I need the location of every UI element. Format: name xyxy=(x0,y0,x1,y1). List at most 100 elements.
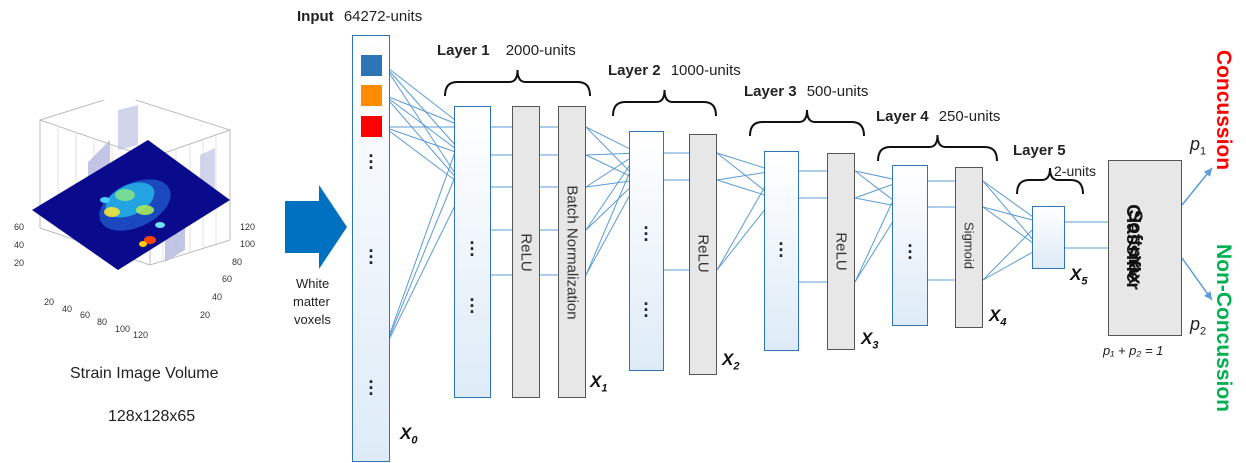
layer4-bracket xyxy=(877,134,998,162)
layer1-batchnorm-label: Batch Normalization xyxy=(563,185,581,320)
layer1-units-column xyxy=(454,106,491,398)
x0-label: X0 xyxy=(400,424,418,447)
layer1-relu-box xyxy=(512,106,540,398)
layer1-ellipsis: ... xyxy=(469,228,475,260)
layer5-units-column xyxy=(1032,206,1065,269)
layer3-units-column xyxy=(764,151,799,351)
layer3-header: Layer 3 500-units xyxy=(744,83,868,100)
layer2-ellipsis: ... xyxy=(643,289,649,321)
layer4-units-column xyxy=(892,165,928,326)
svg-text:80: 80 xyxy=(97,317,107,327)
svg-text:60: 60 xyxy=(222,274,232,284)
layer2-units: 1000-units xyxy=(670,62,741,79)
concussion-label: Concussion xyxy=(1212,49,1235,171)
connection-line xyxy=(982,247,1041,281)
layer5-title: Layer 5 xyxy=(1013,142,1066,159)
input-header: Input 64272-units xyxy=(297,8,422,25)
arrow-caption-3: voxels xyxy=(294,312,331,327)
layer1-header: Layer 1 2000-units xyxy=(437,42,576,59)
right-arrow-icon xyxy=(285,185,347,269)
input-units: 64272-units xyxy=(343,8,423,25)
connection-line xyxy=(383,154,465,351)
layer1-relu-label: ReLU xyxy=(517,233,535,272)
connection-line xyxy=(982,206,1041,249)
layer5-units: 2-units xyxy=(1054,163,1097,179)
svg-text:40: 40 xyxy=(14,240,24,250)
layer2-bracket xyxy=(612,89,717,117)
layer3-bracket xyxy=(749,109,865,137)
layer2-ellipsis: ... xyxy=(643,213,649,245)
connection-line xyxy=(982,180,1041,223)
layer3-ellipsis: ... xyxy=(778,229,784,261)
layer2-relu-box xyxy=(689,134,717,375)
arrowhead-icon xyxy=(1203,168,1212,177)
layer2-title: Layer 2 xyxy=(608,62,661,79)
input-ellipsis: ... xyxy=(368,236,374,268)
x5-label: X5 xyxy=(1070,265,1088,288)
svg-text:40: 40 xyxy=(212,292,222,302)
arrow-caption-2: matter xyxy=(293,294,330,309)
svg-text:40: 40 xyxy=(62,304,72,314)
svg-text:100: 100 xyxy=(115,324,130,334)
layer5-bracket xyxy=(1016,167,1084,195)
layer1-ellipsis: ... xyxy=(469,285,475,317)
layer1-title: Layer 1 xyxy=(437,42,490,59)
connection-line xyxy=(383,126,465,351)
connection-line xyxy=(982,221,1041,281)
svg-text:60: 60 xyxy=(14,222,24,232)
connection-line xyxy=(982,206,1041,223)
svg-text:20: 20 xyxy=(200,310,210,320)
layer2-relu-label: ReLU xyxy=(694,234,712,273)
input-unit-orange xyxy=(361,85,382,106)
arrow-caption-1: White xyxy=(296,276,330,291)
layer4-header: Layer 4 250-units xyxy=(876,108,1000,125)
non-concussion-label: Non-Concussion xyxy=(1212,244,1235,412)
layer4-title: Layer 4 xyxy=(876,108,929,125)
layer3-title: Layer 3 xyxy=(744,83,797,100)
svg-text:80: 80 xyxy=(232,257,242,267)
output-arrow-p2 xyxy=(1181,257,1213,301)
connection-line xyxy=(383,64,465,156)
x2-label: X2 xyxy=(722,350,740,373)
p1-label: p1 xyxy=(1190,134,1207,158)
layer4-ellipsis: ... xyxy=(907,231,913,263)
layer1-units: 2000-units xyxy=(505,42,576,59)
svg-text:60: 60 xyxy=(80,310,90,320)
input-unit-red xyxy=(361,116,382,137)
layer3-units: 500-units xyxy=(806,83,869,100)
connection-line xyxy=(383,126,465,188)
svg-text:120: 120 xyxy=(133,330,148,340)
input-title: Input xyxy=(297,8,334,25)
layer4-units: 250-units xyxy=(938,108,1001,125)
p2-label: p2 xyxy=(1190,314,1207,338)
connection-line xyxy=(383,94,465,156)
svg-text:120: 120 xyxy=(240,222,255,232)
layer3-relu-box xyxy=(827,153,855,350)
x3-label: X3 xyxy=(861,329,879,352)
input-ellipsis: ... xyxy=(368,141,374,173)
svg-text:100: 100 xyxy=(240,239,255,249)
layer4-sigmoid-box xyxy=(955,167,983,328)
arrowhead-icon xyxy=(1204,291,1212,300)
volume-caption: Strain Image Volume xyxy=(70,365,219,382)
layer4-sigmoid-label: Sigmoid xyxy=(961,222,977,269)
layer2-units-column xyxy=(629,131,664,371)
connection-line xyxy=(383,64,465,128)
input-column xyxy=(352,35,390,462)
svg-text:20: 20 xyxy=(44,297,54,307)
probability-sum: p₁ + p₂ = 1 xyxy=(1103,343,1164,358)
connection-line xyxy=(383,64,465,188)
volume-dimensions: 128x128x65 xyxy=(108,408,196,425)
x1-label: X1 xyxy=(590,372,608,395)
classifier-label: Classifier xyxy=(1122,204,1143,290)
layer3-relu-label: ReLU xyxy=(832,232,850,271)
connection-line xyxy=(383,94,465,128)
layer1-bracket xyxy=(444,69,591,97)
softmax-classifier-box xyxy=(1108,160,1182,336)
input-ellipsis: ... xyxy=(368,367,374,399)
input-unit-blue xyxy=(361,55,382,76)
x4-label: X4 xyxy=(989,306,1007,329)
layer2-header: Layer 2 1000-units xyxy=(608,62,741,79)
